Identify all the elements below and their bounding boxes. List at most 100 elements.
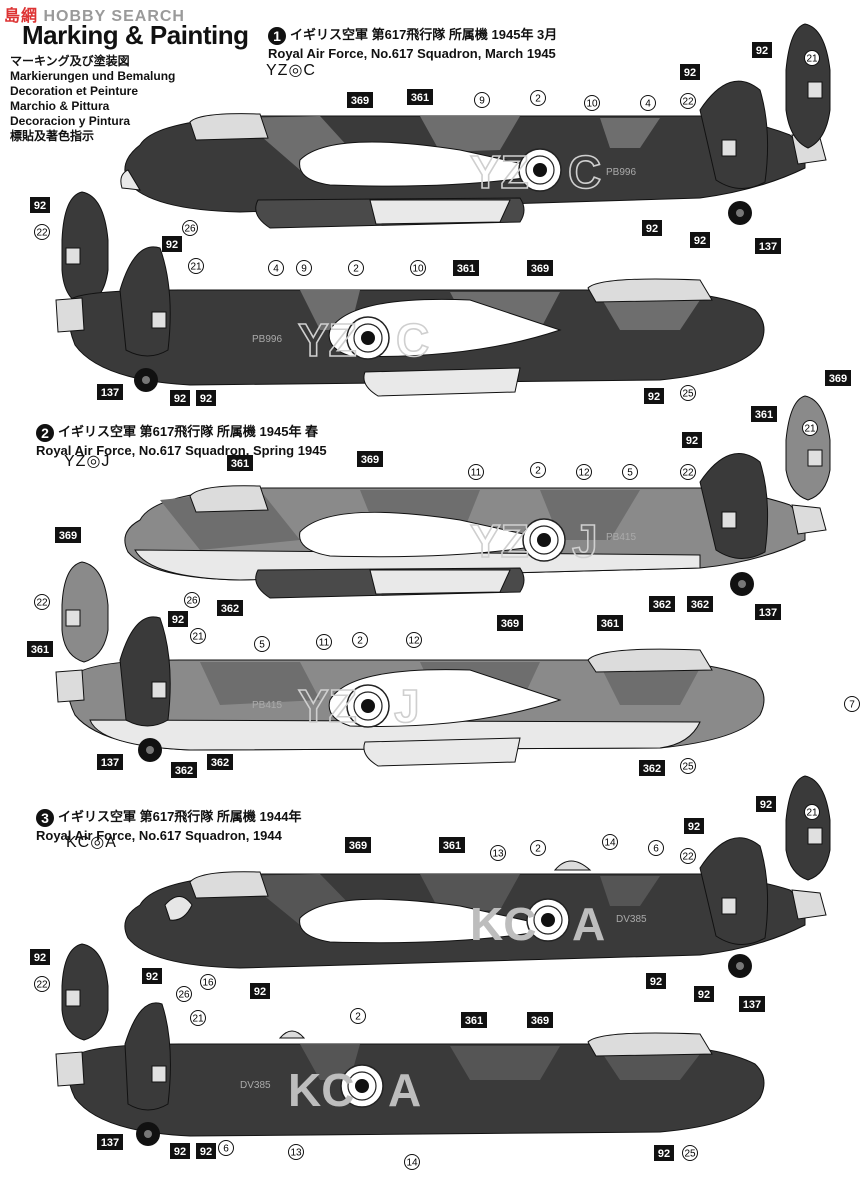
- paint-code-label: 137: [101, 1137, 119, 1149]
- scheme-2-side-view-left: YZ J PB415: [55, 616, 765, 767]
- paint-code-callout: 92: [170, 390, 190, 406]
- paint-code-label: 137: [101, 387, 119, 399]
- scheme-2-tail-fin-left: [61, 561, 109, 663]
- serial-number: PB996: [252, 334, 282, 345]
- decal-number-callout: 21: [190, 628, 206, 644]
- decal-number-callout: 12: [576, 464, 592, 480]
- decal-number-label: 22: [682, 852, 694, 863]
- decal-number-callout: 22: [680, 93, 696, 109]
- paint-code-callout: 92: [142, 968, 162, 984]
- paint-code-label: 92: [694, 235, 706, 247]
- paint-code-callout: 137: [97, 1134, 123, 1150]
- paint-code-callout: 361: [439, 837, 465, 853]
- decal-number-label: 14: [406, 1158, 418, 1169]
- paint-code-label: 369: [361, 454, 379, 466]
- decal-number-label: 26: [178, 990, 190, 1001]
- paint-code-callout: 92: [680, 64, 700, 80]
- scheme-2-code: YZ◎J: [64, 453, 111, 470]
- decal-number-label: 6: [223, 1144, 229, 1155]
- decal-number-callout: 7: [844, 696, 860, 712]
- scheme-2-tail-fin-right: [785, 395, 831, 501]
- paint-code-label: 92: [650, 976, 662, 988]
- scheme-number: 2: [36, 423, 54, 442]
- paint-code-label: 369: [829, 373, 847, 385]
- paint-code-callout: 369: [527, 260, 553, 276]
- decal-number-label: 22: [36, 228, 48, 239]
- fuselage-code-left: YZ: [470, 146, 529, 198]
- decal-number-callout: 11: [468, 464, 484, 480]
- fuselage-code-right: A: [388, 1064, 421, 1116]
- decal-number-label: 2: [535, 844, 541, 855]
- decal-number-label: 13: [492, 849, 504, 860]
- paint-code-callout: 92: [682, 432, 702, 448]
- paint-code-callout: 92: [646, 973, 666, 989]
- paint-code-callout: 137: [755, 238, 781, 254]
- serial-number: DV385: [240, 1080, 271, 1091]
- fuselage-code-right: J: [572, 515, 598, 567]
- paint-code-callout: 361: [597, 615, 623, 631]
- paint-code-callout: 137: [97, 384, 123, 400]
- fuselage-code-left: YZ: [298, 680, 357, 732]
- scheme-1-code: YZ◎C: [266, 62, 316, 79]
- decal-number-label: 21: [806, 808, 818, 819]
- scheme-caption: Royal Air Force, No.617 Squadron, 1944: [36, 827, 282, 843]
- paint-code-label: 361: [601, 618, 619, 630]
- decal-number-label: 6: [653, 844, 659, 855]
- decal-number-label: 11: [319, 638, 330, 649]
- decal-number-label: 5: [627, 468, 633, 479]
- decal-number-callout: 10: [410, 260, 426, 276]
- decal-number-callout: 2: [530, 90, 546, 106]
- paint-code-label: 361: [457, 263, 475, 275]
- translation-fr: Decoration et Peinture: [10, 84, 139, 98]
- paint-code-callout: 362: [687, 596, 713, 612]
- decal-number-callout: 2: [530, 840, 546, 856]
- paint-code-label: 92: [34, 200, 46, 212]
- decal-number-callout: 22: [680, 848, 696, 864]
- decal-number-callout: 21: [804, 50, 820, 66]
- decal-number-label: 2: [355, 1012, 361, 1023]
- scheme-1-side-view-right: YZ C PB996: [120, 80, 827, 229]
- paint-code-callout: 92: [756, 796, 776, 812]
- fuselage-code-left: YZ: [298, 314, 357, 366]
- paint-code-callout: 361: [27, 641, 53, 657]
- paint-code-callout: 362: [639, 760, 665, 776]
- decal-number-callout: 26: [182, 220, 198, 236]
- decal-number-label: 10: [412, 264, 424, 275]
- paint-code-label: 369: [531, 263, 549, 275]
- decal-number-label: 5: [259, 640, 265, 651]
- decal-number-callout: 10: [584, 95, 600, 111]
- paint-code-label: 92: [174, 1146, 186, 1158]
- decal-number-callout: 2: [350, 1008, 366, 1024]
- paint-code-callout: 137: [755, 604, 781, 620]
- decal-number-callout: 14: [602, 834, 618, 850]
- paint-code-callout: 369: [497, 615, 523, 631]
- decal-number-callout: 25: [680, 758, 696, 774]
- decal-number-label: 4: [645, 99, 651, 110]
- paint-code-callout: 369: [55, 527, 81, 543]
- paint-code-callout: 369: [825, 370, 851, 386]
- paint-code-label: 361: [465, 1015, 483, 1027]
- decal-number-label: 21: [192, 1014, 204, 1025]
- decal-number-callout: 21: [190, 1010, 206, 1026]
- decal-number-callout: 14: [404, 1154, 420, 1170]
- decal-number-label: 2: [353, 264, 359, 275]
- decal-number-callout: 22: [680, 464, 696, 480]
- decal-number-callout: 9: [296, 260, 312, 276]
- paint-code-label: 361: [755, 409, 773, 421]
- scheme-caption: Royal Air Force, No.617 Squadron, March …: [268, 45, 556, 61]
- decal-number-label: 21: [804, 424, 816, 435]
- paint-code-callout: 92: [162, 236, 182, 252]
- fuselage-code-left: KC: [470, 898, 536, 950]
- decal-number-label: 4: [273, 264, 279, 275]
- paint-code-label: 92: [174, 393, 186, 405]
- paint-code-label: 361: [31, 644, 49, 656]
- scheme-1-tail-fin-left: [61, 191, 109, 307]
- fuselage-code-left: YZ: [470, 515, 529, 567]
- decal-number-callout: 12: [406, 632, 422, 648]
- decal-number-label: 10: [586, 99, 598, 110]
- decal-number-label: 21: [192, 632, 204, 643]
- scheme-3-tail-fin-right: [785, 775, 831, 881]
